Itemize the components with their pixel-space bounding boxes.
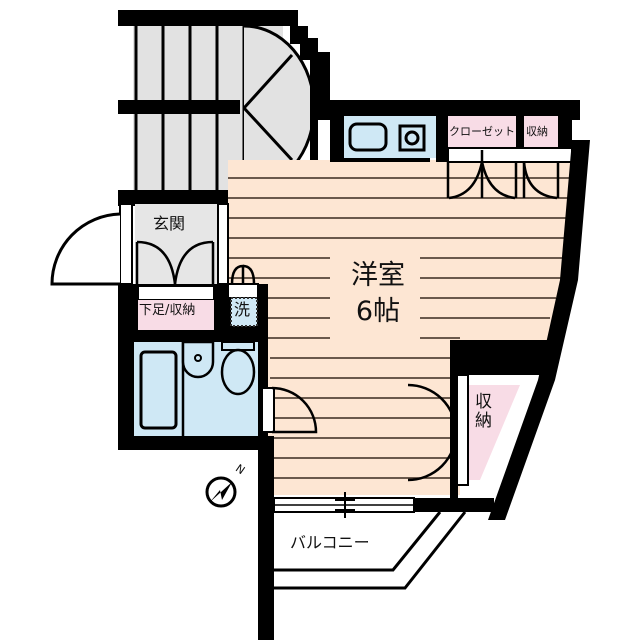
- shoe-storage-doors: [135, 240, 215, 298]
- compass-icon: [205, 476, 237, 508]
- closet-label: クローゼット: [449, 125, 515, 138]
- washbasin-icon: [181, 340, 215, 379]
- toilet-icon: [220, 348, 256, 396]
- entrance-label: 玄関: [153, 214, 186, 233]
- shoe-storage: [138, 300, 214, 330]
- washer-space: [230, 297, 258, 327]
- storage-top-label: 収納: [526, 125, 548, 138]
- storage-right-area: [468, 385, 520, 480]
- shoe-storage-label: 下足/収納: [139, 303, 196, 318]
- storage-right-label: 収納: [471, 392, 491, 430]
- sink-icon: [348, 122, 388, 152]
- front-door-swing: [50, 212, 121, 286]
- washroom-door: [230, 264, 256, 285]
- storage-right-doors: [407, 383, 458, 482]
- western-room-size: 6帖: [355, 296, 401, 327]
- bathtub-icon: [139, 350, 178, 430]
- balcony-label: バルコニー: [290, 533, 370, 552]
- closet-doors: [446, 150, 560, 200]
- balcony: [273, 492, 494, 590]
- bathroom-door: [271, 386, 318, 434]
- western-room-label: 洋室: [351, 260, 405, 291]
- washer-label: 洗: [234, 300, 251, 319]
- stove-icon: [398, 124, 426, 152]
